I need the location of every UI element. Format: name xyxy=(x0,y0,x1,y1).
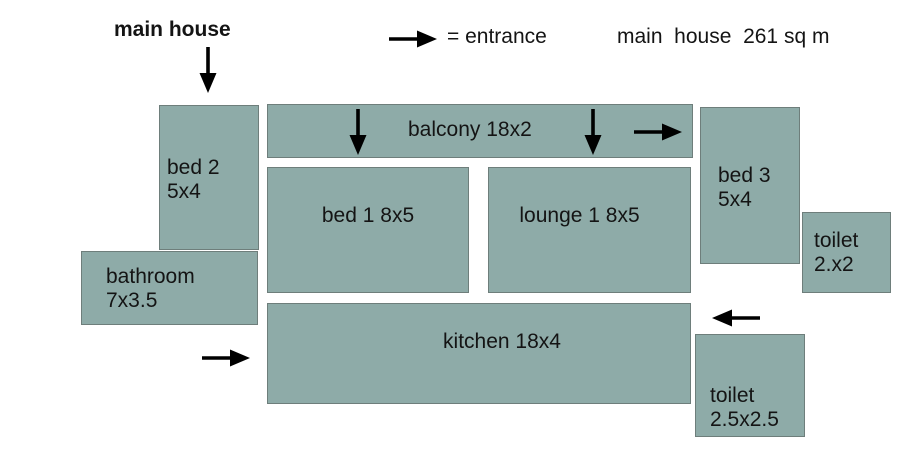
room-toilet-upper: toilet 2.x2 xyxy=(802,212,891,293)
room-bed-2: bed 2 5x4 xyxy=(159,105,259,250)
kitchen-entrance-right-arrow-icon xyxy=(202,349,250,367)
room-bed-3-name: bed 3 xyxy=(718,164,771,187)
kitchen-entrance-left-arrow-icon xyxy=(712,309,760,327)
room-balcony: balcony 18x2 xyxy=(267,104,693,158)
entrance-legend-arrow-icon xyxy=(389,30,437,48)
balcony-entrance-down-arrow-icon xyxy=(349,109,367,155)
room-toilet-lower-dims: 2.5x2.5 xyxy=(710,408,779,431)
room-bed-2-dims: 5x4 xyxy=(167,180,201,203)
room-lounge-1-label: lounge 1 8x5 xyxy=(519,204,640,227)
room-bed-1: bed 1 8x5 xyxy=(267,167,469,293)
room-balcony-label: balcony 18x2 xyxy=(408,118,532,141)
balcony-entrance-right-arrow-icon xyxy=(634,123,682,141)
room-bathroom: bathroom 7x3.5 xyxy=(81,251,258,325)
room-bathroom-name: bathroom xyxy=(106,265,195,288)
page-title: main house xyxy=(114,18,231,41)
room-bed-3: bed 3 5x4 xyxy=(700,107,800,264)
balcony-entrance-down-arrow-icon xyxy=(584,109,602,155)
room-bed-1-label: bed 1 8x5 xyxy=(321,204,415,227)
room-toilet-lower: toilet 2.5x2.5 xyxy=(695,334,805,437)
room-bathroom-dims: 7x3.5 xyxy=(106,289,158,312)
room-kitchen-label: kitchen 18x4 xyxy=(443,330,561,353)
room-bed-2-name: bed 2 xyxy=(167,156,220,179)
entrance-legend-label: = entrance xyxy=(447,25,547,48)
room-toilet-upper-name: toilet xyxy=(814,229,859,252)
room-kitchen: kitchen 18x4 xyxy=(267,303,691,404)
room-toilet-upper-dims: 2.x2 xyxy=(814,253,854,276)
down-arrow-icon xyxy=(199,47,217,93)
room-bed-3-dims: 5x4 xyxy=(718,188,752,211)
room-lounge-1: lounge 1 8x5 xyxy=(488,167,691,293)
room-toilet-lower-name: toilet xyxy=(710,384,755,407)
total-area-label: main house 261 sq m xyxy=(617,25,830,48)
